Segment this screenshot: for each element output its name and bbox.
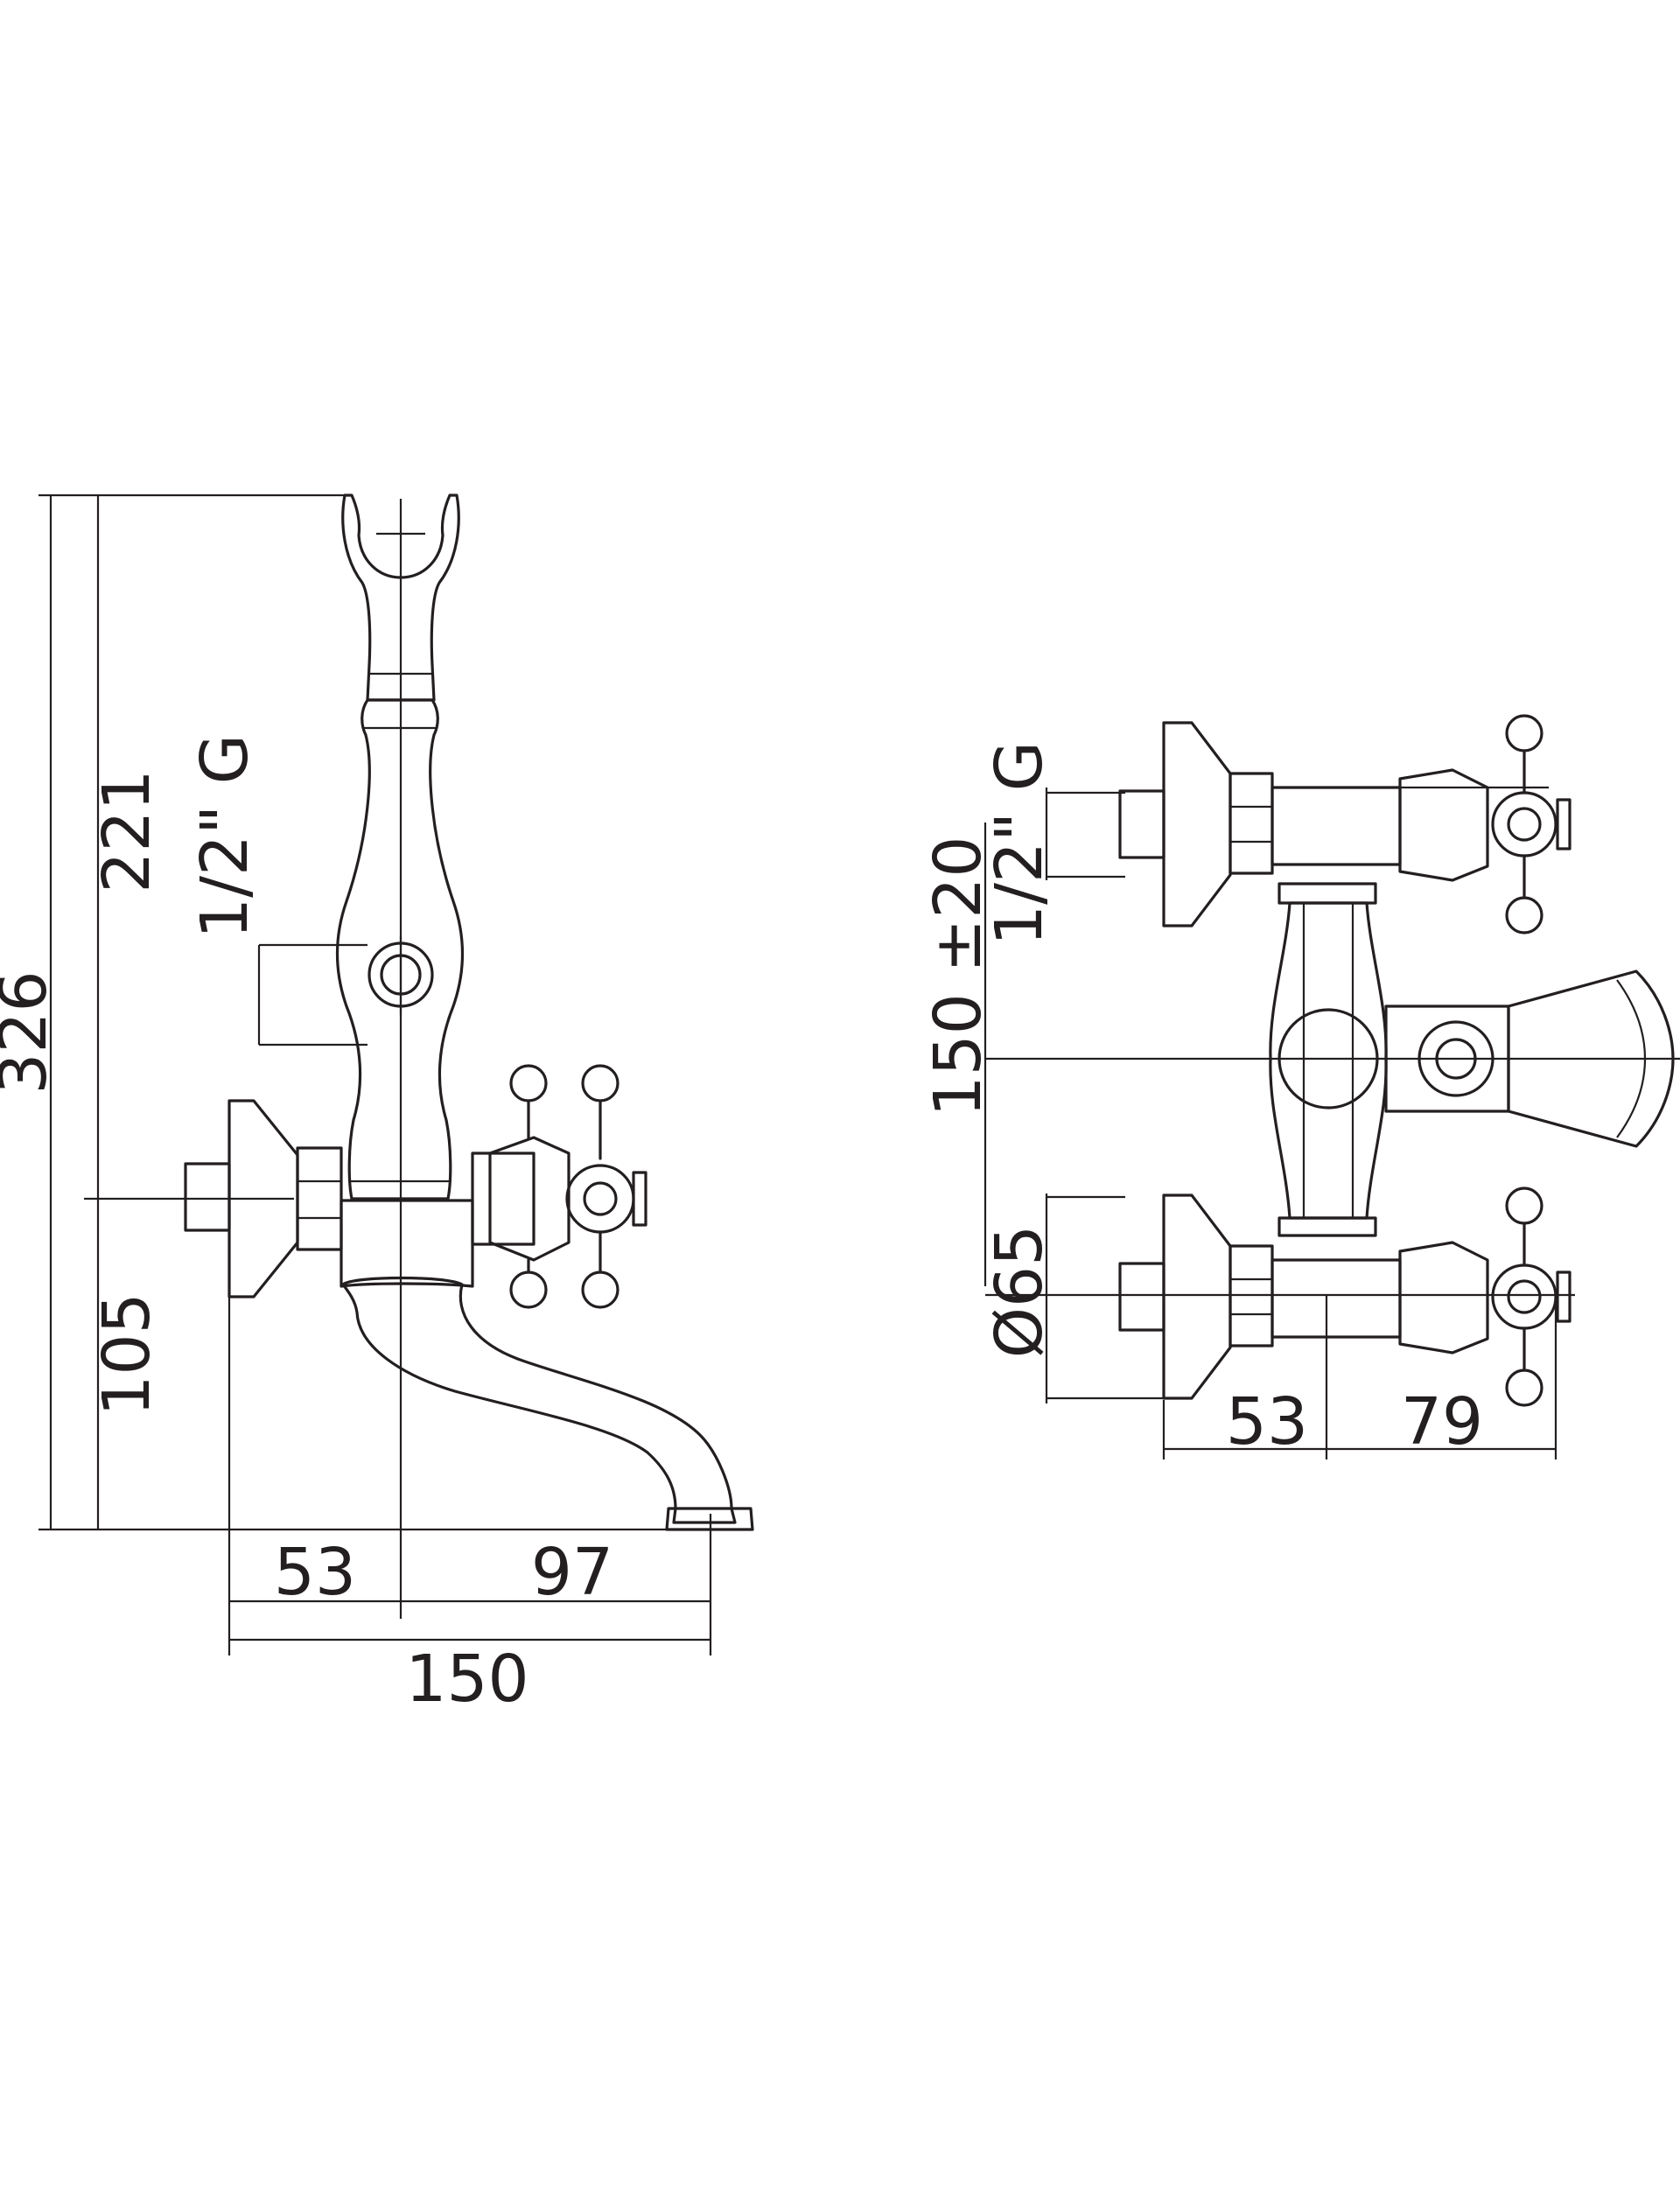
side-horizontal-dimension-lines — [228, 499, 712, 1656]
dim-side-wall-offset: 53 — [274, 1535, 356, 1610]
dim-spout-reach: 97 — [531, 1535, 613, 1610]
bath-spout — [341, 1276, 737, 1524]
dim-flange-diameter: Ø65 — [982, 1225, 1057, 1358]
dim-spout-height: 105 — [89, 1292, 164, 1416]
hex-nut — [296, 1146, 343, 1251]
dim-handle-reach: 79 — [1401, 1384, 1483, 1460]
shower-holder-fork — [341, 494, 460, 702]
cross-handle-side — [565, 1064, 648, 1309]
side-vertical-dimension-lines — [38, 494, 682, 1531]
dim-side-connection: 1/2" G — [187, 734, 262, 939]
cross-handle-front — [509, 1064, 548, 1309]
dim-front-wall-offset: 53 — [1226, 1384, 1308, 1460]
riser-column — [335, 698, 465, 1200]
diverter-knob — [1384, 970, 1675, 1148]
wall-inlet — [184, 1162, 231, 1232]
front-dimension-lines — [984, 786, 1680, 1460]
valve-cartridge — [471, 1152, 536, 1246]
dim-total-depth: 150 — [405, 1642, 528, 1717]
dimension-labels: 326 221 1/2" G 105 53 97 150 150 ±20 1/2… — [0, 734, 1483, 1717]
dim-front-connection: 1/2" G — [982, 741, 1057, 946]
valve-bonnet — [488, 1136, 570, 1262]
side-view — [38, 494, 754, 1656]
dim-center-distance: 150 ±20 — [920, 836, 996, 1117]
dim-shower-height: 221 — [89, 769, 164, 892]
dim-total-height: 326 — [0, 970, 61, 1094]
front-view — [984, 714, 1680, 1460]
central-body — [1269, 882, 1388, 1237]
mixer-body — [340, 1199, 474, 1288]
upper-inlet — [1118, 714, 1572, 934]
lower-inlet — [1118, 1186, 1572, 1407]
